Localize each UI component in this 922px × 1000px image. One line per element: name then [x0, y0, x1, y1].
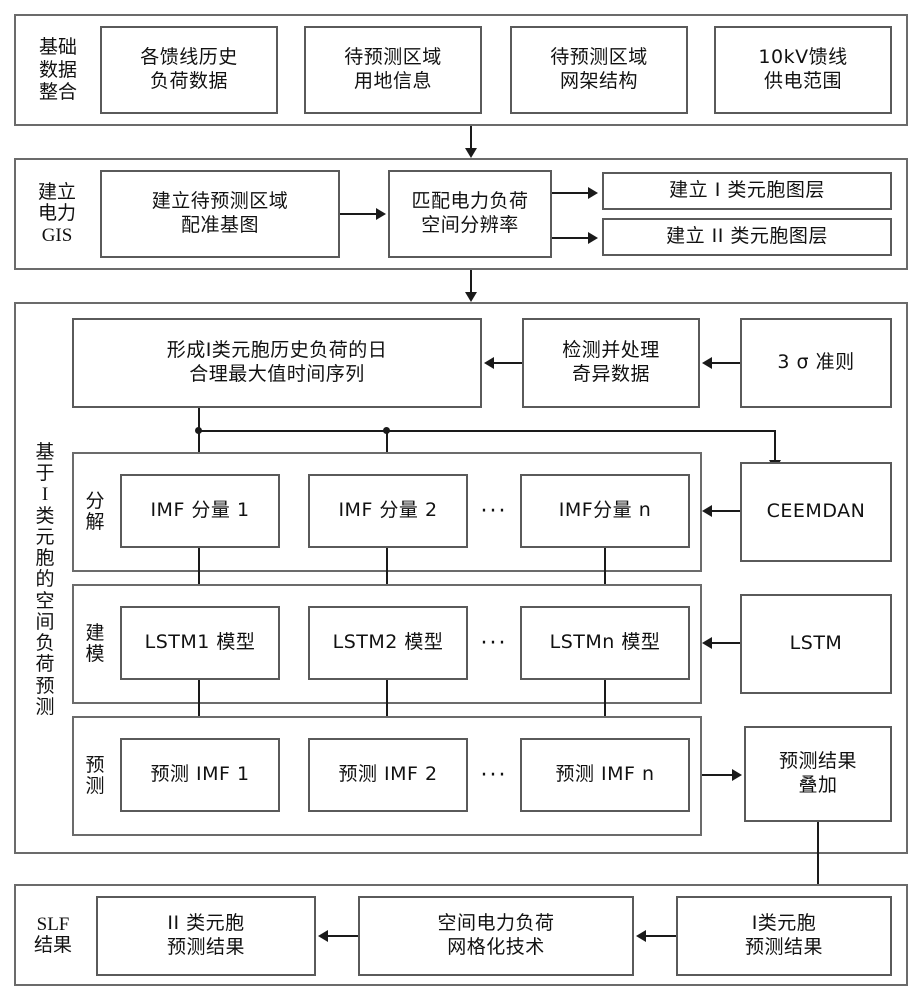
stage2-box-base-map[interactable]: 建立待预测区域 配准基图 [100, 170, 340, 258]
connector-stage1-to-stage2-arrow [465, 148, 477, 158]
stage1-box-grid-structure[interactable]: 待预测区域 网架结构 [510, 26, 688, 114]
link-lstm1-to-pred1 [198, 680, 200, 722]
stage3-label-char-9: 间 [35, 610, 55, 633]
prediction-label-char-1: 预 [85, 753, 105, 776]
stage1-label: 基础数据整合 [22, 24, 94, 116]
arrow-ceemdan-to-imfn-line [710, 510, 740, 512]
modeling-box-lstm1[interactable]: LSTM1 模型 [120, 606, 280, 680]
stage2-label-line-2: 电力 [37, 202, 76, 225]
arrow-ceemdan-to-imfn-head [702, 505, 712, 517]
stage3-box-ceemdan[interactable]: CEEMDAN [740, 462, 892, 562]
stage3-label-char-8: 空 [35, 589, 55, 612]
stage3-label-char-1: 基 [35, 440, 55, 463]
stage3-box-aggregate-results[interactable]: 预测结果 叠加 [744, 726, 892, 822]
link-imf2-to-lstm2 [386, 548, 388, 590]
arrow-type1-to-gridding-line [644, 935, 676, 937]
arrow-detect-to-series-line [492, 362, 522, 364]
stage4-box-type2-result[interactable]: II 类元胞 预测结果 [96, 896, 316, 976]
arrow-predn-to-aggregate-line [702, 774, 734, 776]
decompose-label: 分 解 [78, 482, 112, 542]
link-lstmn-to-predn [604, 680, 606, 722]
stage4-box-gridding-technique[interactable]: 空间电力负荷 网格化技术 [358, 896, 634, 976]
link-lstm2-to-pred2 [386, 680, 388, 722]
stage3-box-three-sigma-criterion[interactable]: 3 σ 准则 [740, 318, 892, 408]
modeling-label-char-2: 模 [85, 643, 105, 665]
connector-stage2-to-stage3-arrow [465, 292, 477, 302]
arrow-predn-to-aggregate-head [732, 769, 742, 781]
decompose-label-char-2: 解 [85, 511, 105, 533]
stage2-box-layer-type2[interactable]: 建立 II 类元胞图层 [602, 218, 892, 256]
arrow-resolution-to-layer2-head [588, 232, 598, 244]
bus-series-dropline [198, 408, 200, 432]
arrow-detect-to-series-head [484, 357, 494, 369]
bus-drop-col3 [774, 430, 776, 462]
arrow-lstm-to-lstmn-line [710, 642, 740, 644]
modeling-box-lstm2[interactable]: LSTM2 模型 [308, 606, 468, 680]
prediction-ellipsis: ··· [480, 762, 508, 788]
stage2-label-line-1: 建立 [37, 181, 76, 204]
stage3-label-char-6: 胞 [35, 547, 55, 570]
modeling-label-char-1: 建 [85, 621, 105, 644]
stage4-box-type1-result[interactable]: I类元胞 预测结果 [676, 896, 892, 976]
stage1-box-feeder-history[interactable]: 各馈线历史 负荷数据 [100, 26, 278, 114]
stage4-label: SLF 结果 [22, 902, 84, 968]
decompose-box-imf-1[interactable]: IMF 分量 1 [120, 474, 280, 548]
link-imf1-to-lstm1 [198, 548, 200, 590]
bus-drop-col1 [198, 430, 200, 462]
decompose-box-imf-2[interactable]: IMF 分量 2 [308, 474, 468, 548]
arrow-basemap-to-resolution-head [376, 208, 386, 220]
stage3-label-char-3: I [41, 484, 49, 506]
stage3-label-char-12: 预 [35, 674, 55, 697]
prediction-box-imf-1[interactable]: 预测 IMF 1 [120, 738, 280, 812]
stage4-label-line-1: SLF [36, 913, 70, 935]
connector-aggregate-to-stage4 [817, 822, 819, 894]
connector-stage2-to-stage3 [470, 270, 472, 294]
bus-series-horizontal [198, 430, 776, 432]
stage2-label-line-3: GIS [41, 224, 73, 246]
arrow-lstm-to-lstmn-head [702, 637, 712, 649]
arrow-gridding-to-type2-head [318, 930, 328, 942]
stage2-box-layer-type1[interactable]: 建立 I 类元胞图层 [602, 172, 892, 210]
stage3-label-char-7: 的 [35, 568, 55, 591]
decompose-ellipsis: ··· [480, 498, 508, 524]
stage3-label-char-13: 测 [35, 695, 55, 718]
arrow-criterion-to-detect-head [702, 357, 712, 369]
prediction-box-imf-n[interactable]: 预测 IMF n [520, 738, 690, 812]
stage3-label-char-4: 类 [35, 504, 55, 527]
stage3-label-char-2: 于 [35, 462, 55, 485]
arrow-resolution-to-layer2-line [552, 237, 590, 239]
stage3-box-lstm-source[interactable]: LSTM [740, 594, 892, 694]
link-imfn-to-lstmn [604, 548, 606, 590]
prediction-label: 预 测 [78, 746, 112, 806]
stage3-label: 基 于 I 类 元 胞 的 空 间 负 荷 预 测 [22, 330, 68, 830]
arrow-criterion-to-detect-line [710, 362, 740, 364]
decompose-label-char-1: 分 [85, 489, 105, 512]
stage3-box-daily-max-series[interactable]: 形成I类元胞历史负荷的日 合理最大值时间序列 [72, 318, 482, 408]
modeling-label: 建 模 [78, 614, 112, 674]
bus-drop-col2 [386, 430, 388, 462]
arrow-type1-to-gridding-head [636, 930, 646, 942]
stage3-label-char-10: 负 [35, 632, 55, 655]
connector-stage1-to-stage2 [470, 126, 472, 150]
prediction-box-imf-2[interactable]: 预测 IMF 2 [308, 738, 468, 812]
stage3-box-detect-outliers[interactable]: 检测并处理 奇异数据 [522, 318, 700, 408]
stage3-label-char-11: 荷 [35, 653, 55, 676]
stage1-box-land-use[interactable]: 待预测区域 用地信息 [304, 26, 482, 114]
stage2-box-spatial-resolution[interactable]: 匹配电力负荷 空间分辨率 [388, 170, 552, 258]
stage2-label: 建立 电力 GIS [20, 168, 94, 260]
arrow-resolution-to-layer1-line [552, 192, 590, 194]
arrow-resolution-to-layer1-head [588, 187, 598, 199]
arrow-gridding-to-type2-line [326, 935, 358, 937]
modeling-box-lstmn[interactable]: LSTMn 模型 [520, 606, 690, 680]
stage1-label-text: 基础数据整合 [38, 36, 77, 104]
arrow-basemap-to-resolution-line [340, 213, 378, 215]
stage1-box-10kv-supply-range[interactable]: 10kV馈线 供电范围 [714, 26, 892, 114]
stage3-label-char-5: 元 [35, 525, 55, 548]
modeling-ellipsis: ··· [480, 630, 508, 656]
decompose-box-imf-n[interactable]: IMF分量 n [520, 474, 690, 548]
prediction-label-char-2: 测 [85, 775, 105, 797]
stage4-label-line-2: 结果 [33, 934, 72, 956]
